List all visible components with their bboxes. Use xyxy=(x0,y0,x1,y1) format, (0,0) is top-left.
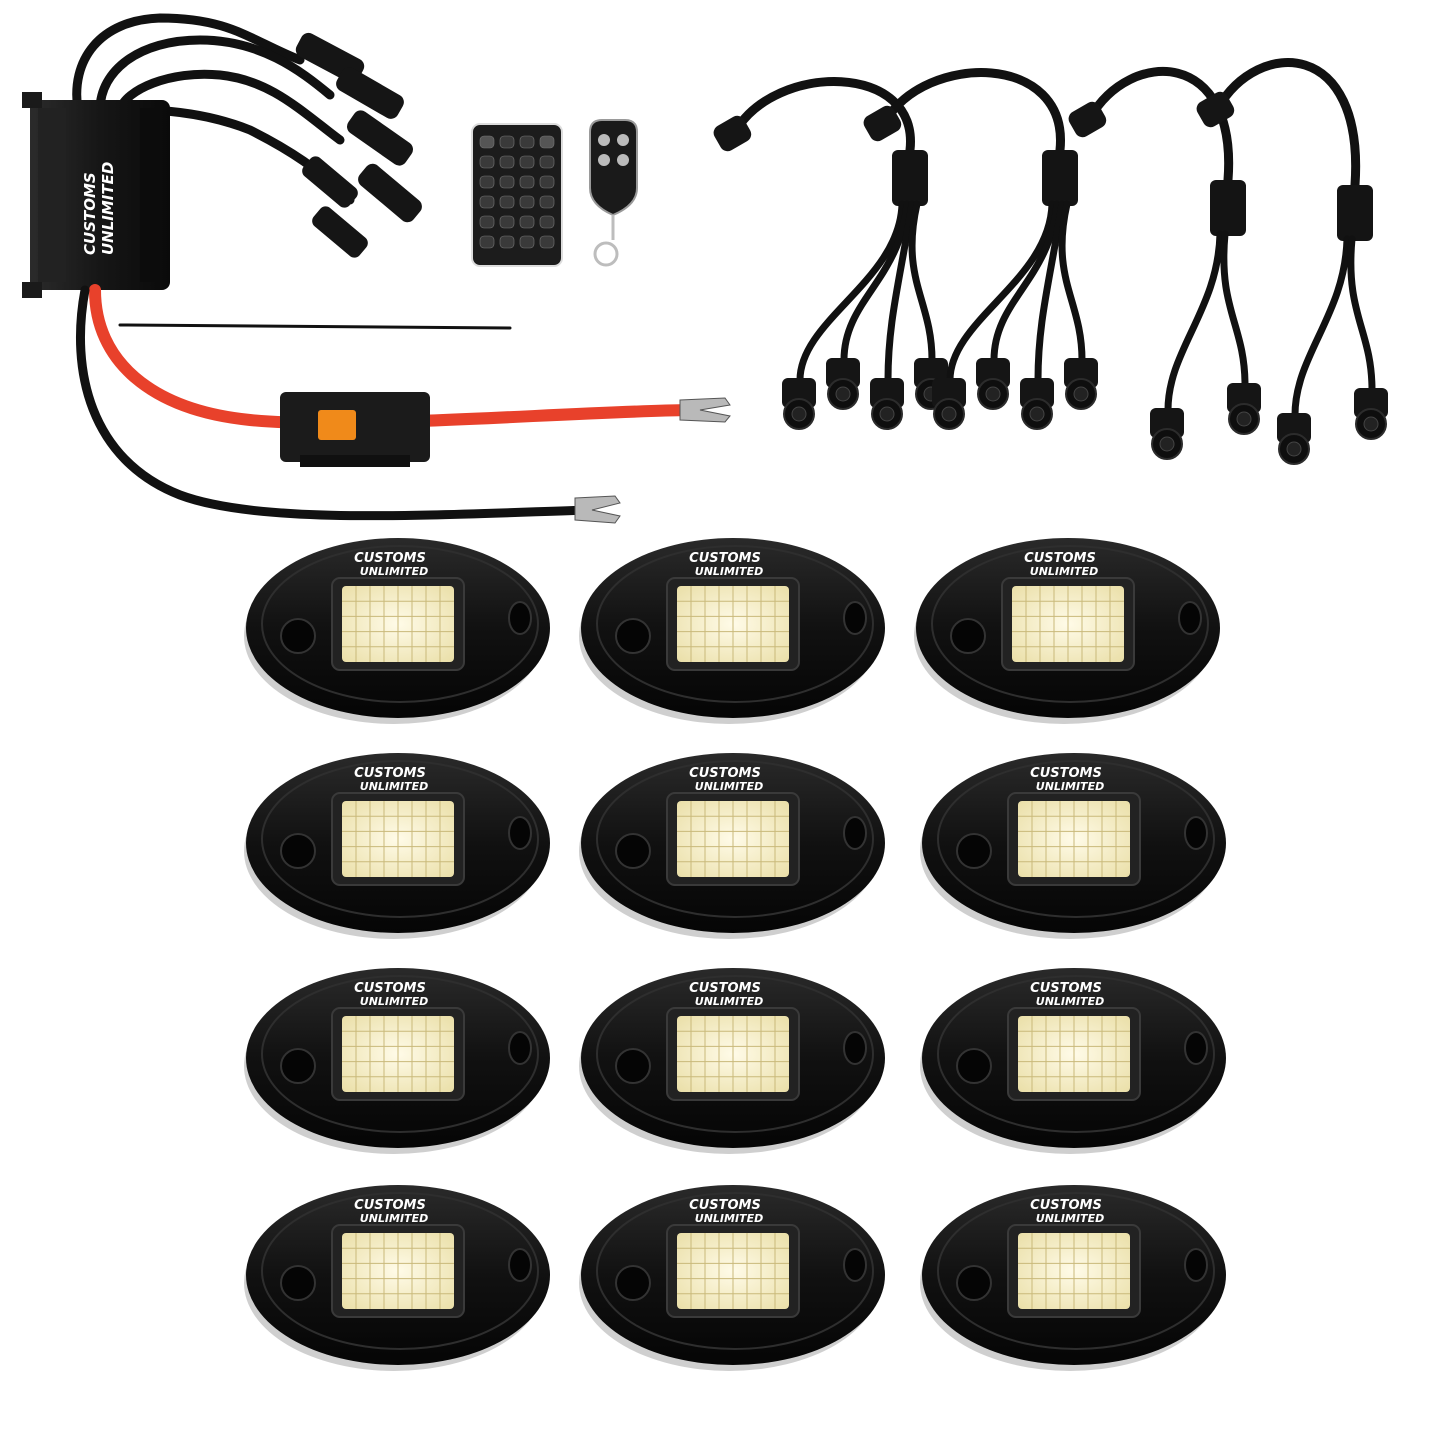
remote-button xyxy=(479,155,495,169)
remote-button xyxy=(539,155,555,169)
pod-brand-line1: CUSTOMS xyxy=(689,766,761,781)
pod-brand-line2: UNLIMITED xyxy=(360,780,428,793)
remote-button xyxy=(499,175,515,189)
remote-button xyxy=(539,195,555,209)
remote-button xyxy=(539,135,555,149)
remote-button xyxy=(479,235,495,249)
pod-brand-line2: UNLIMITED xyxy=(1030,565,1098,578)
pod-brand-line2: UNLIMITED xyxy=(360,565,428,578)
pod-brand-line2: UNLIMITED xyxy=(1036,1212,1104,1225)
remote-button xyxy=(519,215,535,229)
pod-brand-line2: UNLIMITED xyxy=(1036,780,1104,793)
splitter-harness-icon xyxy=(713,77,948,430)
pod-brand-line1: CUSTOMS xyxy=(689,1198,761,1213)
remote-button xyxy=(519,135,535,149)
pod-brand-line2: UNLIMITED xyxy=(695,995,763,1008)
pod-brand-line2: UNLIMITED xyxy=(695,1212,763,1225)
pod-brand-line1: CUSTOMS xyxy=(1030,981,1102,996)
remote-button xyxy=(499,235,515,249)
controller-group: CUSTOMS UNLIMITED xyxy=(22,13,731,524)
pod-brand-line1: CUSTOMS xyxy=(354,766,426,781)
remote-button xyxy=(539,175,555,189)
splitter-harness-icon xyxy=(1068,67,1261,460)
pod-brand-line2: UNLIMITED xyxy=(360,1212,428,1225)
pod-brand-line1: CUSTOMS xyxy=(1030,1198,1102,1213)
power-wires xyxy=(76,284,696,521)
splitter-harness-icon xyxy=(863,68,1098,430)
remote-button xyxy=(499,215,515,229)
pod-brand-line1: CUSTOMS xyxy=(354,981,426,996)
remote-button xyxy=(519,175,535,189)
remote-button xyxy=(499,135,515,149)
controller-brand-line1: CUSTOMS xyxy=(81,172,99,255)
pod-brand-line1: CUSTOMS xyxy=(1030,766,1102,781)
pod-brand-line2: UNLIMITED xyxy=(695,780,763,793)
rock-light-pods: CUSTOMSUNLIMITEDCUSTOMSUNLIMITEDCUSTOMSU… xyxy=(244,538,1226,1371)
controller-output-plugs xyxy=(295,32,422,258)
pod-brand-line1: CUSTOMS xyxy=(354,1198,426,1213)
pod-brand-line2: UNLIMITED xyxy=(360,995,428,1008)
remote-button xyxy=(519,155,535,169)
pod-brand-line1: CUSTOMS xyxy=(1024,551,1096,566)
remote-button xyxy=(499,195,515,209)
remote-button xyxy=(479,195,495,209)
remote-button xyxy=(479,175,495,189)
ring-terminals xyxy=(574,397,731,524)
remote-button xyxy=(479,135,495,149)
splitter-harness-icon xyxy=(1196,58,1388,465)
remote-button xyxy=(519,235,535,249)
remote-button xyxy=(499,155,515,169)
pod-brand-line2: UNLIMITED xyxy=(695,565,763,578)
pod-brand-line1: CUSTOMS xyxy=(354,551,426,566)
pod-brand-line1: CUSTOMS xyxy=(689,551,761,566)
remote-button xyxy=(539,235,555,249)
ir-remote-icon xyxy=(471,123,563,267)
remote-button xyxy=(519,195,535,209)
keyfob-remote-icon xyxy=(589,119,638,267)
pod-brand-line1: CUSTOMS xyxy=(689,981,761,996)
pod-brand-line2: UNLIMITED xyxy=(1036,995,1104,1008)
fuse-switch-icon xyxy=(280,392,430,467)
remote-button xyxy=(539,215,555,229)
splitter-harnesses xyxy=(713,58,1388,465)
controller-brand-line2: UNLIMITED xyxy=(99,162,117,255)
control-box-icon: CUSTOMS UNLIMITED xyxy=(22,92,170,298)
remote-buttons xyxy=(479,135,555,249)
remote-button xyxy=(479,215,495,229)
